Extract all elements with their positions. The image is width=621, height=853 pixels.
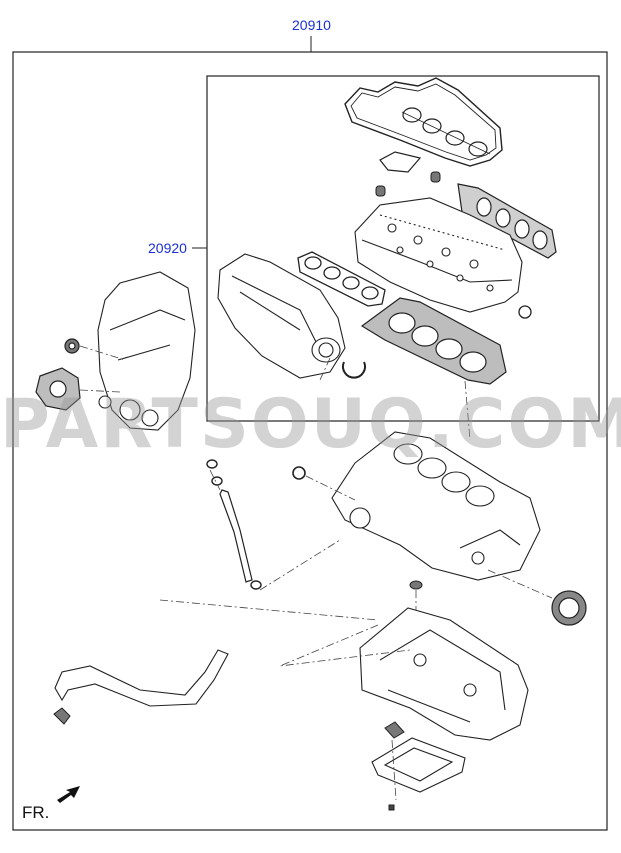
spark-plug-tube-seals[interactable] bbox=[401, 107, 491, 157]
intake-manifold bbox=[217, 253, 346, 379]
block-o-ring[interactable] bbox=[292, 466, 306, 480]
cylinder-head bbox=[354, 197, 523, 313]
watermark: PARTSOUQ.COM bbox=[0, 385, 621, 464]
outer-kit-frame bbox=[12, 51, 608, 831]
assembly-lines bbox=[79, 345, 553, 801]
cam-plugs[interactable] bbox=[375, 171, 441, 197]
upper-oil-pan bbox=[359, 607, 529, 741]
front-crank-seal[interactable] bbox=[64, 338, 80, 354]
front-arrow-icon bbox=[57, 786, 80, 803]
oil-gallery-plug[interactable] bbox=[409, 580, 423, 590]
valve-cover-gasket[interactable] bbox=[344, 77, 503, 167]
dipstick-o-rings[interactable] bbox=[206, 459, 262, 590]
o-ring-small[interactable] bbox=[518, 305, 532, 319]
drain-plug[interactable] bbox=[384, 721, 405, 739]
pipe-plug[interactable] bbox=[53, 707, 71, 725]
breather-gasket[interactable] bbox=[379, 151, 422, 173]
dipstick-tube bbox=[219, 489, 253, 583]
oil-return-pipe bbox=[54, 649, 229, 707]
timing-chain-cover bbox=[97, 271, 196, 431]
pan-bolt bbox=[388, 804, 395, 811]
callout-20920[interactable]: 20920 bbox=[148, 240, 187, 256]
rear-crank-seal[interactable] bbox=[551, 590, 587, 626]
front-direction-label: FR. bbox=[22, 803, 50, 822]
lower-oil-pan bbox=[371, 737, 466, 793]
water-pump-gasket[interactable] bbox=[35, 367, 81, 411]
cylinder-block bbox=[331, 431, 541, 581]
intake-manifold-gasket[interactable] bbox=[297, 251, 386, 307]
callout-20910[interactable]: 20910 bbox=[292, 17, 331, 33]
cylinder-head-gasket[interactable] bbox=[360, 297, 507, 385]
throttle-gasket[interactable] bbox=[342, 361, 366, 379]
